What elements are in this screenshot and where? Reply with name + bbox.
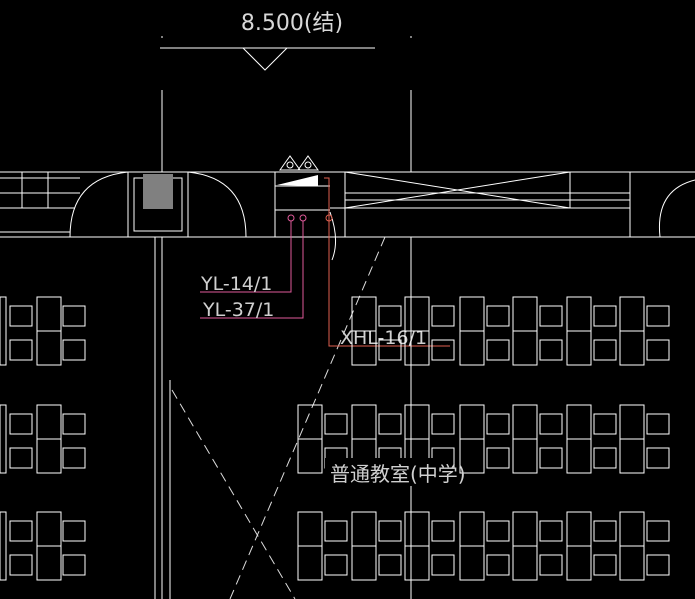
pipe-label-yl14: YL-14/1 — [200, 273, 272, 295]
vertical-wall — [154, 237, 171, 599]
structural-column — [127, 171, 189, 238]
axis-lines — [161, 90, 412, 172]
room-label: 普通教室(中学) — [330, 462, 466, 486]
elevation-marker — [160, 36, 412, 71]
room-label-mask — [325, 458, 453, 486]
elevation-label: 8.500(结) — [241, 11, 343, 36]
pipe-label-yl37: YL-37/1 — [202, 299, 274, 321]
desk-group-right — [297, 296, 670, 581]
pipe-leaders — [200, 177, 450, 347]
desk-group-left — [0, 296, 86, 581]
pipe-label-xhl16: XHL-16/1 — [340, 327, 427, 349]
equipment-symbol — [277, 155, 319, 186]
corridor-walls — [0, 171, 695, 261]
